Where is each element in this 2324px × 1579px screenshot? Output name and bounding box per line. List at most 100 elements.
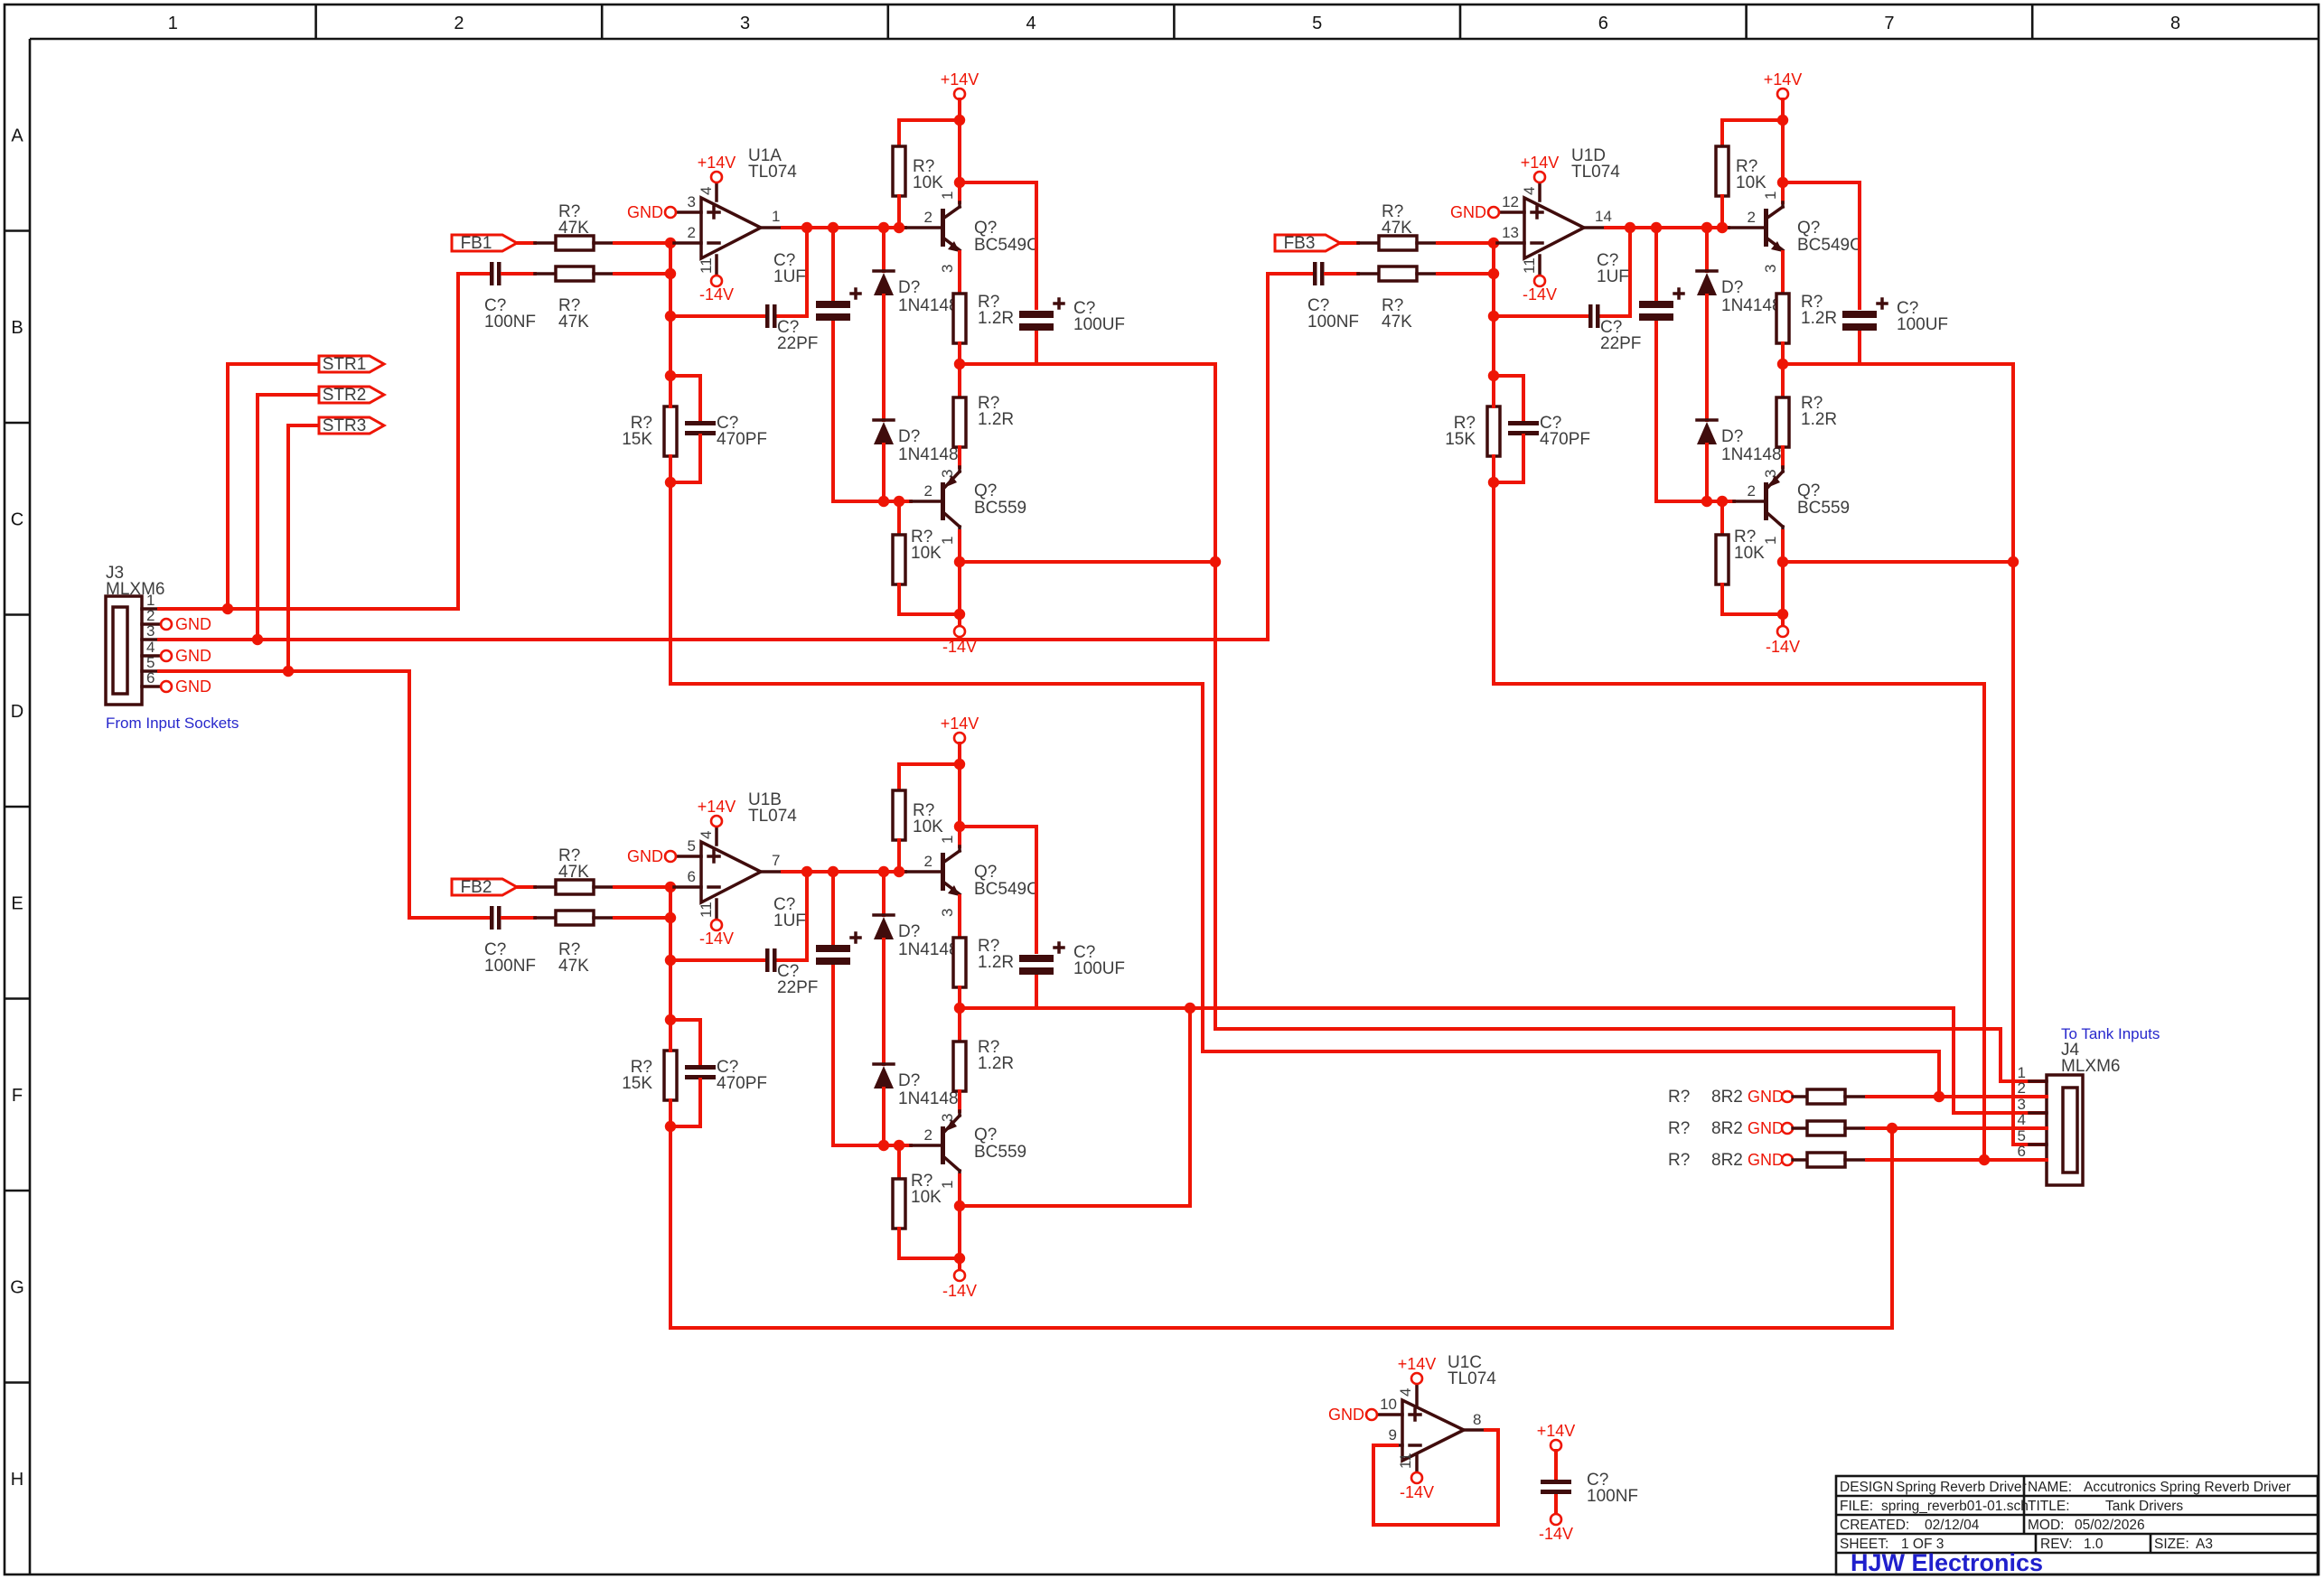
capacitor-symbol <box>685 1065 716 1070</box>
pin-number: 5 <box>2018 1127 2026 1145</box>
resistor-symbol <box>891 1177 907 1230</box>
label: 1.2R <box>978 1054 1014 1073</box>
connector-body <box>104 594 144 706</box>
polarized-capacitor-symbol <box>816 313 850 321</box>
component-lead <box>942 510 962 529</box>
label: R? <box>1668 1119 1690 1138</box>
pin-number: 4 <box>698 831 715 839</box>
power-pin-circle <box>952 624 967 639</box>
pin-number: 11 <box>1521 257 1538 274</box>
power-pin-circle <box>1549 1512 1563 1527</box>
capacitor-symbol <box>773 304 777 328</box>
power-pin-circle <box>1776 624 1790 639</box>
label: Q? <box>1797 481 1820 500</box>
pin-number: 4 <box>2018 1111 2026 1128</box>
label: 1N4148 <box>1721 296 1782 315</box>
pin-number: 1 <box>146 592 155 609</box>
gnd-label: GND <box>1748 1119 1784 1137</box>
pin-number: 1 <box>939 537 956 545</box>
label: 1N4148 <box>898 296 959 315</box>
junction-dot <box>1701 495 1713 508</box>
power-label: +14V <box>1521 154 1560 172</box>
label: R? <box>558 296 580 315</box>
opamp-symbol <box>1401 1397 1467 1463</box>
label: R? <box>1382 202 1403 221</box>
title-field-label: FILE: <box>1840 1499 1873 1514</box>
gnd-pin-circle <box>663 849 678 864</box>
junction-dot <box>664 881 677 893</box>
diode-symbol <box>874 273 894 295</box>
power-label: -14V <box>1766 638 1800 656</box>
label: 15K <box>1445 430 1476 449</box>
label: 8R2 <box>1711 1151 1743 1170</box>
pin-number: 1 <box>939 1181 956 1189</box>
label: D? <box>898 922 920 941</box>
component-lead <box>942 204 962 220</box>
ruler-row-label: H <box>11 1470 23 1490</box>
resistor-symbol <box>554 265 595 283</box>
pin-number: 2 <box>924 209 932 226</box>
pin-number: 7 <box>772 852 780 869</box>
title-field-label: NAME: <box>2028 1480 2072 1495</box>
emitter-arrow <box>948 885 960 896</box>
junction-dot <box>1487 267 1500 280</box>
pin-number: 4 <box>1521 187 1538 195</box>
label: BC559 <box>974 1143 1026 1162</box>
pin-number: 2 <box>1748 209 1756 226</box>
label: 15K <box>622 1074 652 1093</box>
power-pin-circle <box>709 814 724 828</box>
pin-number: 2 <box>146 607 155 624</box>
pin-number: 4 <box>1397 1388 1414 1397</box>
diode-symbol <box>1697 273 1717 295</box>
net-flag-label: STR3 <box>323 416 367 435</box>
resistor-symbol <box>662 405 679 458</box>
label: C? <box>1073 299 1095 318</box>
label: 100NF <box>1587 1487 1638 1506</box>
label: 100UF <box>1897 315 1948 334</box>
label: C? <box>1597 251 1618 270</box>
title-field-label: CREATED: <box>1840 1518 1909 1533</box>
pin-number: 1 <box>772 208 780 225</box>
power-label: +14V <box>941 715 979 733</box>
label: C? <box>773 895 795 914</box>
pin-number: 3 <box>688 193 696 210</box>
pin-number: 6 <box>2018 1143 2026 1160</box>
label: 47K <box>558 313 589 332</box>
gnd-label: GND <box>175 647 211 665</box>
sheet-border <box>3 3 2320 1576</box>
net-flag <box>317 354 388 374</box>
pin-number: 1 <box>939 192 956 200</box>
pin-number: 1 <box>1762 537 1779 545</box>
label: R? <box>978 293 999 312</box>
gnd-label: GND <box>627 847 663 865</box>
gnd-label: GND <box>175 615 211 633</box>
pin-number: 1 <box>1762 192 1779 200</box>
label: 100UF <box>1073 315 1125 334</box>
connector-part: MLXM6 <box>2061 1057 2120 1076</box>
pin-number: 2 <box>924 853 932 870</box>
label: 1UF <box>773 911 806 930</box>
pin-number: 3 <box>2018 1096 2026 1113</box>
power-pin-circle <box>709 918 724 932</box>
polarized-capacitor-symbol <box>1019 955 1054 962</box>
gnd-pin-circle <box>159 649 173 663</box>
pin-number: 2 <box>688 224 696 241</box>
label: 1.2R <box>978 309 1014 328</box>
pnp-transistor-symbol <box>941 482 945 520</box>
pin-number: 3 <box>1762 470 1779 478</box>
label: R? <box>558 940 580 959</box>
capacitor-symbol <box>1508 431 1539 435</box>
label: 1N4148 <box>898 940 959 959</box>
power-label: +14V <box>698 154 736 172</box>
resistor-symbol <box>951 292 968 345</box>
label: C? <box>1600 318 1622 337</box>
gnd-label: GND <box>1450 203 1486 221</box>
title-field-value: 05/02/2026 <box>2075 1518 2145 1533</box>
power-label: +14V <box>1764 70 1803 89</box>
resistor-symbol <box>951 936 968 989</box>
label: BC549C <box>1797 236 1862 255</box>
diode-symbol <box>874 1066 894 1088</box>
label: C? <box>777 318 799 337</box>
label: 22PF <box>777 978 818 997</box>
power-label: +14V <box>1398 1355 1437 1373</box>
